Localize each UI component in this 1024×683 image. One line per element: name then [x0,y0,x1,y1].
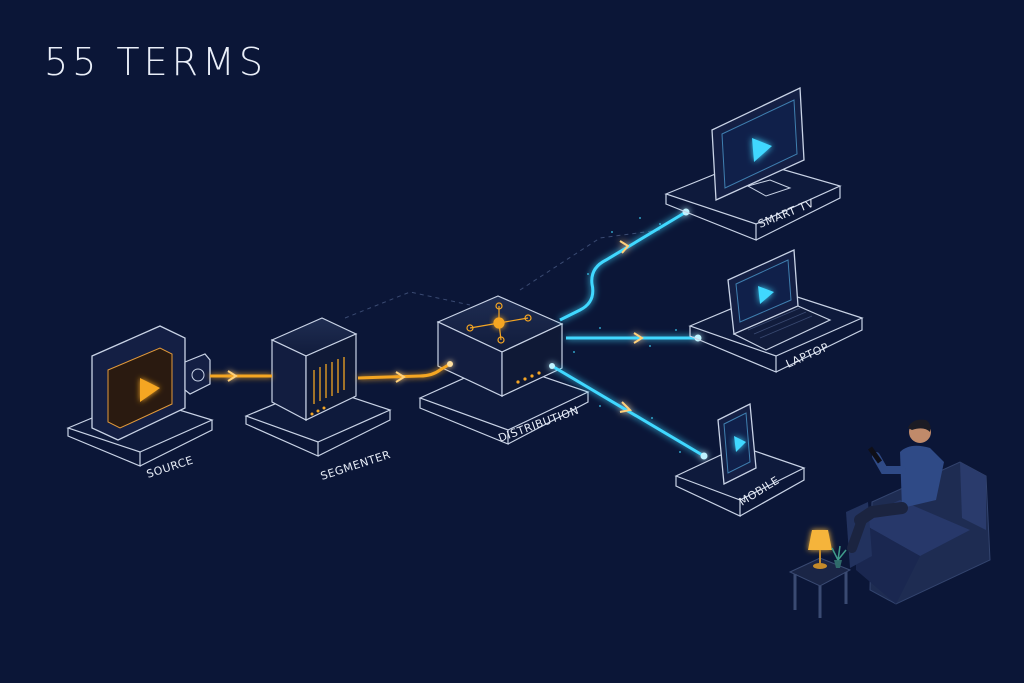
play-icon [140,378,160,402]
delivery-flows [549,208,708,460]
network-icon [466,302,532,344]
sofa-icon [846,461,991,605]
hub-box-icon [436,295,564,397]
mobile-node: MOBILE [674,402,806,517]
arrow-icon [619,401,633,413]
server-box-icon [270,317,358,421]
lamp-icon [808,530,832,569]
play-icon [758,286,774,304]
arrow-icon [619,240,630,254]
plant-icon [831,545,847,568]
smart-tv-node: SMART TV [664,86,842,241]
side-table [788,557,852,618]
particle-dots [573,217,681,453]
page-title: 55 TERMS [44,40,267,84]
source-node: SOURCE [66,325,214,481]
segmenter-node: SEGMENTER [244,317,392,483]
tv-icon [711,86,805,201]
phone-icon [717,402,757,486]
source-label: SOURCE [145,454,195,481]
arrow-icon [227,370,238,382]
play-icon [734,436,746,452]
laptop-icon [727,249,832,351]
play-icon [752,138,772,162]
remote-icon [867,446,883,464]
ingest-flows [210,361,453,383]
camera-icon [91,325,211,441]
arrow-icon [395,371,406,383]
arrow-icon [633,332,644,344]
laptop-node: LAPTOP [688,249,864,373]
person-icon [847,419,944,553]
segmenter-label: SEGMENTER [319,448,392,483]
viewer-scene [788,419,991,618]
